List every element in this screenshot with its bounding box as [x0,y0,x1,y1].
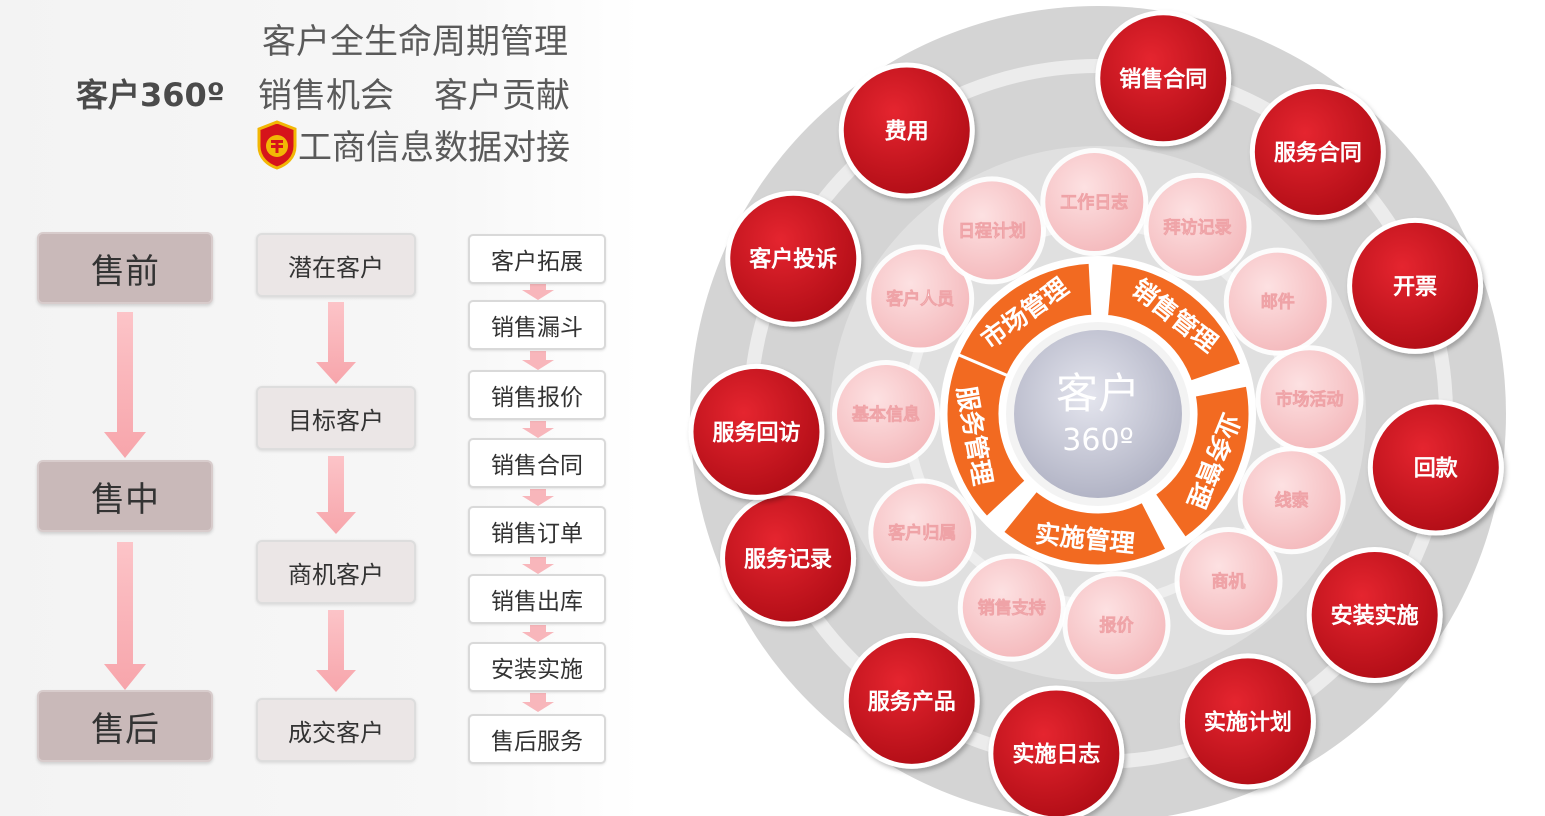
outer-module-4: 回款 [1367,399,1504,536]
inner-module-12: 日程计划 [938,176,1046,285]
outer-module-1: 销售合同 [1095,10,1232,147]
step-arrow-1 [522,284,554,300]
step-sales-funnel: 销售漏斗 [468,300,606,350]
inner-module-label: 日程计划 [958,220,1026,241]
customer360-title: 客户360º [76,76,225,114]
outer-module-10: 服务回访 [688,363,825,500]
customer-type-target: 目标客户 [256,386,416,450]
stage-insale: 售中 [37,460,213,532]
step-arrow-2 [522,351,554,370]
customer-arrow-2 [316,456,356,534]
outer-module-label: 开票 [1393,275,1437,300]
outer-module-label: 服务记录 [744,548,832,573]
inner-module-8: 销售支持 [957,553,1066,662]
step-arrow-5 [522,557,554,574]
lifecycle-title: 客户全生命周期管理 [262,22,568,62]
outer-module-label: 回款 [1414,456,1459,482]
stage-presale: 售前 [37,232,213,304]
step-installation: 安装实施 [468,642,606,692]
ring-segment-5: 服务管理 [944,352,1029,520]
outer-module-7: 实施日志 [988,685,1125,816]
step-arrow-6 [522,625,554,642]
inner-module-label: 报价 [1099,615,1134,636]
stage-aftersale: 售后 [37,690,213,762]
inner-module-6: 商机 [1174,527,1283,636]
inner-module-label: 基本信息 [851,404,920,425]
inner-module-label: 线索 [1275,490,1309,511]
step-sales-order: 销售订单 [468,506,606,556]
inner-module-label: 工作日志 [1060,192,1128,213]
center-subtitle: 360º [1062,423,1133,458]
outer-module-label: 实施日志 [1012,741,1100,767]
inner-module-2: 拜访记录 [1143,172,1252,281]
inner-module-5: 线索 [1237,446,1346,555]
outer-module-12: 费用 [838,62,975,199]
stage-arrow-1 [104,312,146,458]
inner-module-label: 邮件 [1261,292,1295,313]
sales-opportunity-title: 销售机会 [258,76,394,116]
customer-type-opportunity: 商机客户 [256,540,416,604]
inner-module-9: 客户归属 [868,478,977,587]
outer-module-label: 销售合同 [1119,66,1207,92]
outer-module-label: 安装实施 [1331,603,1419,629]
outer-module-label: 服务回访 [712,420,800,446]
center-customer-360: 客户 360º [1006,322,1190,506]
inner-module-label: 商机 [1212,571,1246,592]
business-info-title: 工商信息数据对接 [298,128,570,168]
outer-module-label: 客户投诉 [749,247,837,273]
inner-module-7: 报价 [1062,571,1171,680]
customer-arrow-3 [316,610,356,692]
inner-module-label: 客户人员 [885,289,954,310]
ring-segment-4: 实施管理 [1000,488,1170,568]
flow-arrows [104,284,554,712]
step-customer-expansion: 客户拓展 [468,234,606,284]
outer-module-2: 服务合同 [1249,84,1386,221]
inner-module-11: 客户人员 [866,244,975,353]
inner-module-label: 拜访记录 [1164,217,1232,238]
step-after-sales-service: 售后服务 [468,714,606,764]
customer-type-closed: 成交客户 [256,698,416,762]
outer-module-9: 服务记录 [720,490,857,627]
step-arrow-3 [522,421,554,438]
step-sales-outbound: 销售出库 [468,574,606,624]
customer-type-potential: 潜在客户 [256,233,416,297]
outer-module-3: 开票 [1347,217,1484,354]
outer-module-11: 客户投诉 [725,190,862,327]
outer-module-8: 服务产品 [843,632,980,769]
outer-module-label: 实施计划 [1204,709,1292,735]
outer-module-5: 安装实施 [1306,547,1443,684]
inner-module-label: 客户归属 [887,523,956,544]
business-registration-badge-icon [257,120,297,170]
outer-module-label: 费用 [885,119,929,144]
stage-arrow-2 [104,542,146,690]
step-sales-contract: 销售合同 [468,438,606,488]
outer-module-label: 服务合同 [1274,140,1362,166]
outer-module-6: 实施计划 [1179,653,1316,790]
step-arrow-7 [522,693,554,712]
step-sales-quote: 销售报价 [468,370,606,420]
customer-contribution-title: 客户贡献 [434,76,570,116]
inner-module-4: 市场活动 [1255,345,1364,454]
inner-module-3: 邮件 [1223,247,1332,356]
outer-module-label: 服务产品 [868,690,956,715]
inner-module-10: 基本信息 [832,360,940,468]
inner-module-label: 市场活动 [1275,389,1343,410]
customer-arrow-1 [316,302,356,384]
inner-module-label: 销售支持 [978,598,1046,619]
step-arrow-4 [522,489,554,506]
center-title: 客户 [1056,369,1140,418]
inner-module-1: 工作日志 [1040,148,1149,257]
